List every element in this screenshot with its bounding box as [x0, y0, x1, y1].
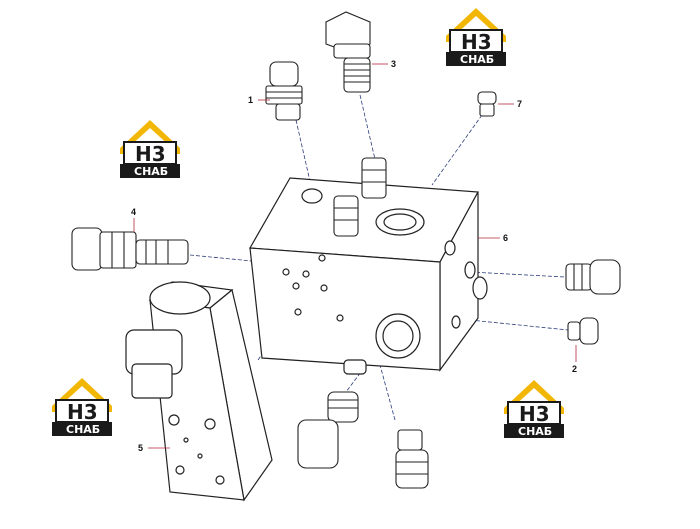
- svg-text:СНАБ: СНАБ: [134, 165, 168, 178]
- callout-leaders: [133, 63, 577, 449]
- svg-text:СНАБ: СНАБ: [518, 425, 552, 438]
- brand-logo-bottom-right: H3 СНАБ: [503, 379, 565, 439]
- fitting-part-1: [265, 61, 303, 121]
- callout-7: 7: [517, 99, 522, 109]
- svg-text:H3: H3: [519, 402, 550, 426]
- fitting-right: [565, 259, 621, 295]
- callout-1: 1: [248, 95, 253, 105]
- brand-logo-left: H3 СНАБ: [119, 119, 181, 179]
- svg-text:H3: H3: [67, 400, 98, 424]
- solenoid-part-5: [125, 281, 273, 502]
- small-plug-part-2: [567, 317, 599, 345]
- callout-5: 5: [138, 443, 143, 453]
- plug-part-3: [325, 11, 371, 93]
- brand-logo-bottom-left: H3 СНАБ: [51, 377, 113, 437]
- brand-logo-top-right: H3 СНАБ: [445, 7, 507, 67]
- callout-3: 3: [391, 59, 396, 69]
- callout-4: 4: [131, 207, 136, 217]
- callout-2: 2: [572, 364, 577, 374]
- svg-text:СНАБ: СНАБ: [66, 423, 100, 436]
- bottom-fitting-right: [395, 429, 429, 489]
- svg-text:СНАБ: СНАБ: [460, 53, 494, 66]
- cartridge-valve-part-4: [71, 227, 189, 271]
- bottom-valve-left: [297, 391, 359, 469]
- callout-6: 6: [503, 233, 508, 243]
- valve-block-part-6: [249, 177, 488, 375]
- block-top-fittings: [333, 157, 387, 237]
- svg-text:H3: H3: [461, 30, 492, 54]
- svg-text:H3: H3: [135, 142, 166, 166]
- small-plug-part-7: [477, 91, 497, 117]
